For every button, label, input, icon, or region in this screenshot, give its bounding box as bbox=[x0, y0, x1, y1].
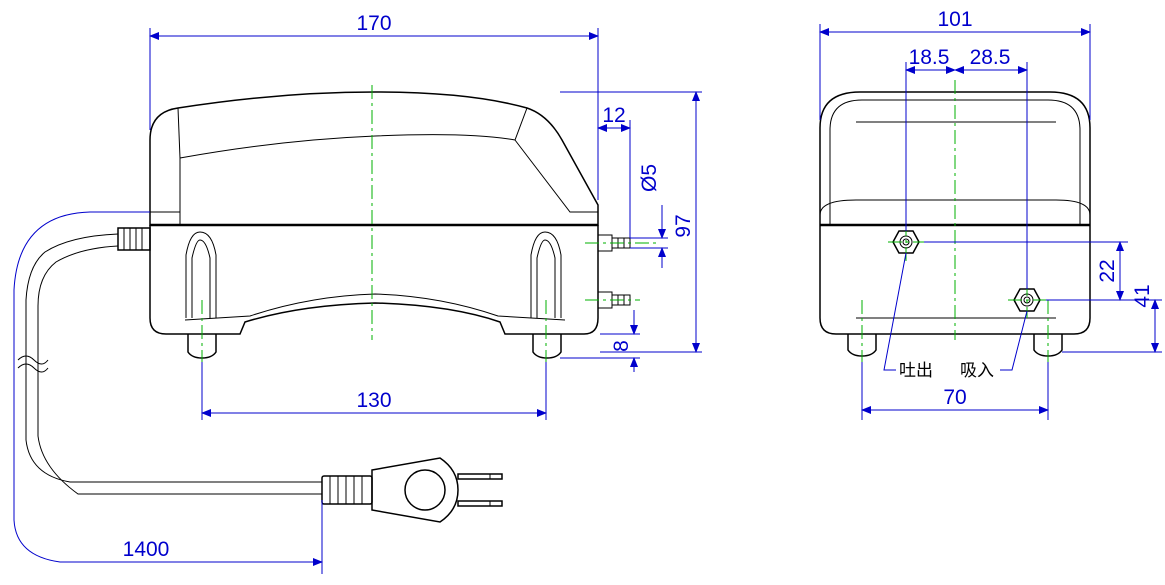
cord-break-mark bbox=[17, 363, 49, 373]
dim-cord-length: 1400 bbox=[123, 538, 170, 561]
cord-break-mark bbox=[17, 355, 49, 365]
dim-overall-length: 170 bbox=[356, 12, 391, 35]
power-cord bbox=[25, 233, 322, 483]
base-inner-line bbox=[184, 293, 566, 321]
front-view bbox=[17, 85, 660, 523]
dim-foot-spacing-side: 70 bbox=[943, 386, 966, 409]
cover-inner-line bbox=[177, 107, 528, 159]
dim-nozzle-diameter: Ø5 bbox=[638, 164, 661, 192]
power-cord bbox=[37, 245, 322, 495]
dim-nozzle-length: 12 bbox=[602, 104, 625, 127]
dim-outlet-offset: 18.5 bbox=[909, 46, 950, 69]
pump-base bbox=[149, 225, 599, 335]
dim-overall-height: 97 bbox=[672, 214, 695, 237]
front-dimensions: 170 12 Ø5 97 8 130 1400 bbox=[13, 12, 702, 574]
foot-right bbox=[532, 334, 562, 359]
cover-inner-line bbox=[514, 139, 598, 213]
dim-foot-height: 8 bbox=[610, 340, 633, 352]
dim-nozzle-height-diff: 22 bbox=[1096, 259, 1119, 282]
dim-foot-spacing-front: 130 bbox=[356, 389, 391, 412]
dim-nozzle-height: 41 bbox=[1131, 284, 1154, 307]
foot-pocket-right bbox=[536, 239, 556, 318]
pump-cover bbox=[149, 91, 599, 226]
power-plug bbox=[321, 457, 503, 523]
inlet-label: 吸入 bbox=[960, 361, 994, 381]
outlet-label: 吐出 bbox=[899, 361, 933, 381]
foot-pocket-left bbox=[191, 239, 211, 318]
dim-overall-width: 101 bbox=[937, 8, 972, 31]
side-dimensions: 101 18.5 28.5 22 41 70 bbox=[819, 8, 1162, 420]
foot-pocket-right bbox=[530, 231, 562, 318]
cord-strain-relief bbox=[117, 227, 151, 251]
dim-inlet-offset: 28.5 bbox=[970, 46, 1011, 69]
foot-pocket-left bbox=[185, 231, 217, 318]
side-view bbox=[819, 80, 1091, 362]
